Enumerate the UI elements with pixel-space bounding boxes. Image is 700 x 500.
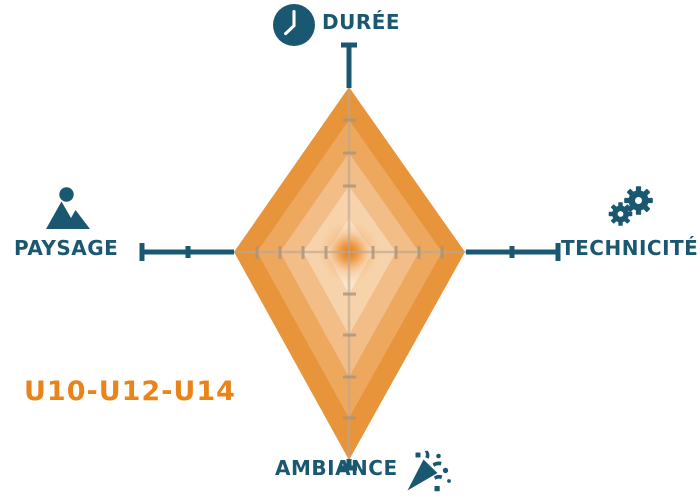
axis-label-ambiance: AMBIANCE [275,456,398,480]
radar-axis-stub-caps [139,42,561,471]
axis-label-duree: DURÉE [322,10,401,34]
axis-label-paysage: PAYSAGE [14,236,119,260]
series-legend-label: U10-U12-U14 [24,376,236,407]
party-popper-icon [404,446,454,494]
radar-tick-group [255,118,444,420]
radar-gridlines [234,87,466,460]
axis-label-technicite: TECHNICITÉ [561,236,699,260]
clock-icon [272,3,316,47]
gears-icon [607,185,655,231]
mountain-landscape-icon [44,186,92,232]
